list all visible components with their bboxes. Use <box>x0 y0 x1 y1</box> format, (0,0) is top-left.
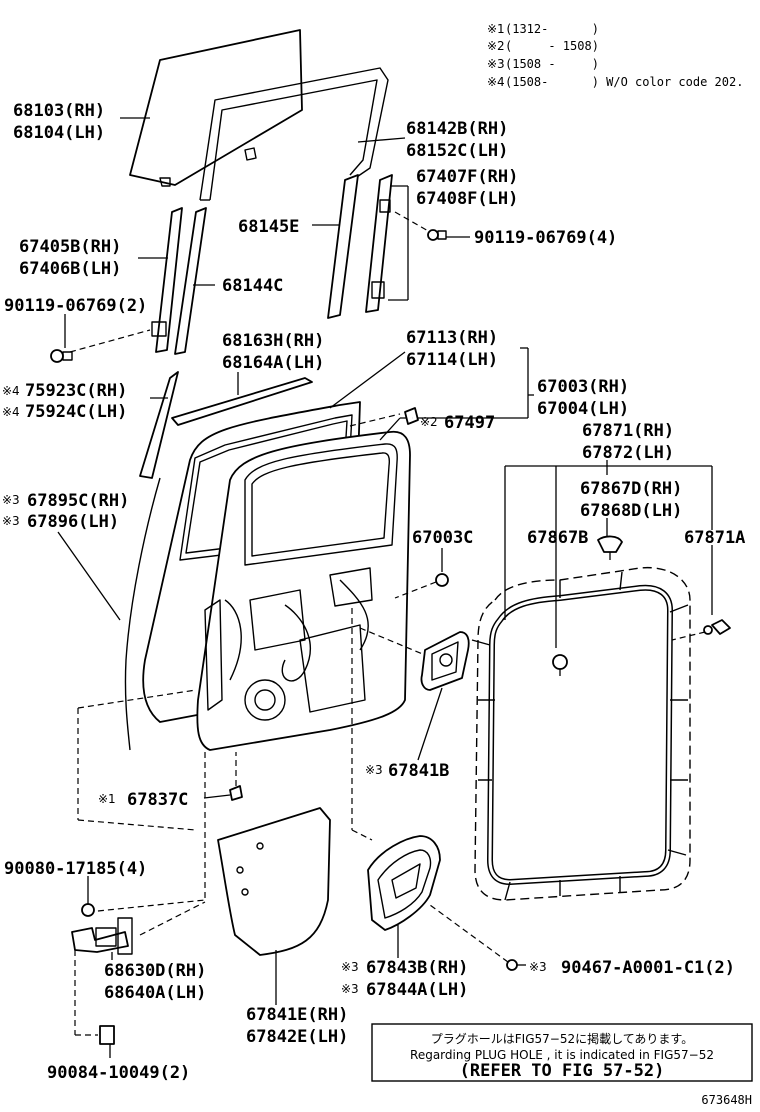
label-68144c: 68144C <box>222 276 283 296</box>
label-67896-mark: ※3 <box>2 514 20 528</box>
label-67871: 67871(RH) <box>582 421 674 441</box>
label-68142b: 68142B(RH) <box>406 119 508 139</box>
note-3-mark: ※3 <box>487 57 505 71</box>
label-68103: 68103(RH) <box>13 101 105 121</box>
label-90080-17185: 90080-17185(4) <box>4 859 147 879</box>
door-panel-drawing <box>142 401 411 751</box>
label-75924c-mark: ※4 <box>2 405 20 419</box>
bolt-90080-drawing <box>81 903 95 917</box>
label-75923c-mark: ※4 <box>2 384 20 398</box>
front-channel-drawing <box>151 207 207 355</box>
label-67837c: 67837C <box>127 790 188 810</box>
label-68145e: 68145E <box>238 217 299 237</box>
note-1-text: (1312- ) <box>505 22 599 36</box>
rear-division-bar-drawing <box>365 174 393 313</box>
infobox-japanese-line: プラグホールはFIG57−52に掲載してあります。 <box>431 1031 693 1046</box>
label-90119-06769-4: 90119-06769(4) <box>474 228 617 248</box>
note-2-mark: ※2 <box>487 39 505 53</box>
figure-id: 673648H <box>701 1093 752 1107</box>
label-67406b: 67406B(LH) <box>19 259 121 279</box>
label-75924c: 75924C(LH) <box>25 402 127 422</box>
belt-weatherstrip-drawing <box>171 377 313 426</box>
label-67895c-mark: ※3 <box>2 493 20 507</box>
label-67407f: 67407F(RH) <box>416 167 518 187</box>
service-hole-cover-67841b-drawing <box>420 631 470 691</box>
bolt-90119-a-drawing <box>427 229 447 241</box>
label-67843b-mark: ※3 <box>341 960 359 974</box>
clip-67871a-drawing <box>703 619 731 635</box>
applicability-notes: ※1 (1312- ) ※2 ( - 1508) ※3 (1508 - ) ※4… <box>487 22 743 89</box>
label-67004: 67004(LH) <box>537 399 629 419</box>
door-molding-drawing <box>139 371 179 479</box>
note-4-text: (1508- ) W/O color code 202. <box>505 75 743 89</box>
handle-bezel-67843b-drawing <box>367 835 441 931</box>
refer-infobox: プラグホールはFIG57−52に掲載してあります。 Regarding PLUG… <box>371 1023 753 1082</box>
label-67003c: 67003C <box>412 528 473 548</box>
label-67895c: 67895C(RH) <box>27 491 129 511</box>
label-67408f: 67408F(LH) <box>416 189 518 209</box>
grommet-67003c-drawing <box>435 573 449 587</box>
label-68164a: 68164A(LH) <box>222 353 324 373</box>
label-67867d: 67867D(RH) <box>580 479 682 499</box>
label-67841e: 67841E(RH) <box>246 1005 348 1025</box>
center-channel-drawing <box>327 174 359 319</box>
label-90467-a0001: 90467-A0001-C1(2) <box>561 958 735 978</box>
clip-67867b-drawing <box>597 535 623 560</box>
label-67868d: 67868D(LH) <box>580 501 682 521</box>
label-90084-10049: 90084-10049(2) <box>47 1063 190 1083</box>
label-67844a-mark: ※3 <box>341 982 359 996</box>
label-67497: 67497 <box>444 413 495 433</box>
bolt-90119-b-drawing <box>50 349 73 363</box>
infobox-english-line: Regarding PLUG HOLE , it is indicated in… <box>410 1048 714 1062</box>
label-67844a: 67844A(LH) <box>366 980 468 1000</box>
label-67872: 67872(LH) <box>582 443 674 463</box>
clip-67867d-drawing <box>552 654 568 676</box>
label-67405b: 67405B(RH) <box>19 237 121 257</box>
clip-67497-drawing <box>404 407 419 425</box>
label-67871a: 67871A <box>684 528 745 548</box>
label-90467-mark: ※3 <box>529 960 547 974</box>
door-glass-drawing <box>129 29 303 187</box>
label-68104: 68104(LH) <box>13 123 105 143</box>
door-hinge-drawing <box>71 917 133 955</box>
body-weatherstrip-drawing <box>471 566 691 901</box>
label-67837c-mark: ※1 <box>98 792 116 806</box>
label-68640a: 68640A(LH) <box>104 983 206 1003</box>
label-67003: 67003(RH) <box>537 377 629 397</box>
screw-90467-drawing <box>506 959 526 971</box>
bolt-90084-drawing <box>99 1025 115 1045</box>
note-1-mark: ※1 <box>487 22 505 36</box>
label-67114: 67114(LH) <box>406 350 498 370</box>
infobox-refer-line: (REFER TO FIG 57-52) <box>460 1061 665 1081</box>
label-67867b: 67867B <box>527 528 588 548</box>
note-4-mark: ※4 <box>487 75 505 89</box>
label-67842e: 67842E(LH) <box>246 1027 348 1047</box>
label-90119-06769-2: 90119-06769(2) <box>4 296 147 316</box>
clip-67837c-drawing <box>229 785 243 801</box>
label-68630d: 68630D(RH) <box>104 961 206 981</box>
label-67896: 67896(LH) <box>27 512 119 532</box>
label-68152c: 68152C(LH) <box>406 141 508 161</box>
label-67841b-mark: ※3 <box>365 763 383 777</box>
label-75923c: 75923C(RH) <box>25 381 127 401</box>
door-seal-67895c-drawing <box>124 477 161 751</box>
note-2-text: ( - 1508) <box>505 39 599 53</box>
label-67113: 67113(RH) <box>406 328 498 348</box>
run-channel-drawing <box>199 67 389 201</box>
label-67841b: 67841B <box>388 761 449 781</box>
note-3-text: (1508 - ) <box>505 57 599 71</box>
label-68163h: 68163H(RH) <box>222 331 324 351</box>
label-67843b: 67843B(RH) <box>366 958 468 978</box>
label-67497-mark: ※2 <box>420 415 438 429</box>
insulator-67841e-drawing <box>217 807 331 956</box>
callout-labels: 68103(RH) 68104(LH) 68142B(RH) 68152C(LH… <box>2 101 745 1083</box>
